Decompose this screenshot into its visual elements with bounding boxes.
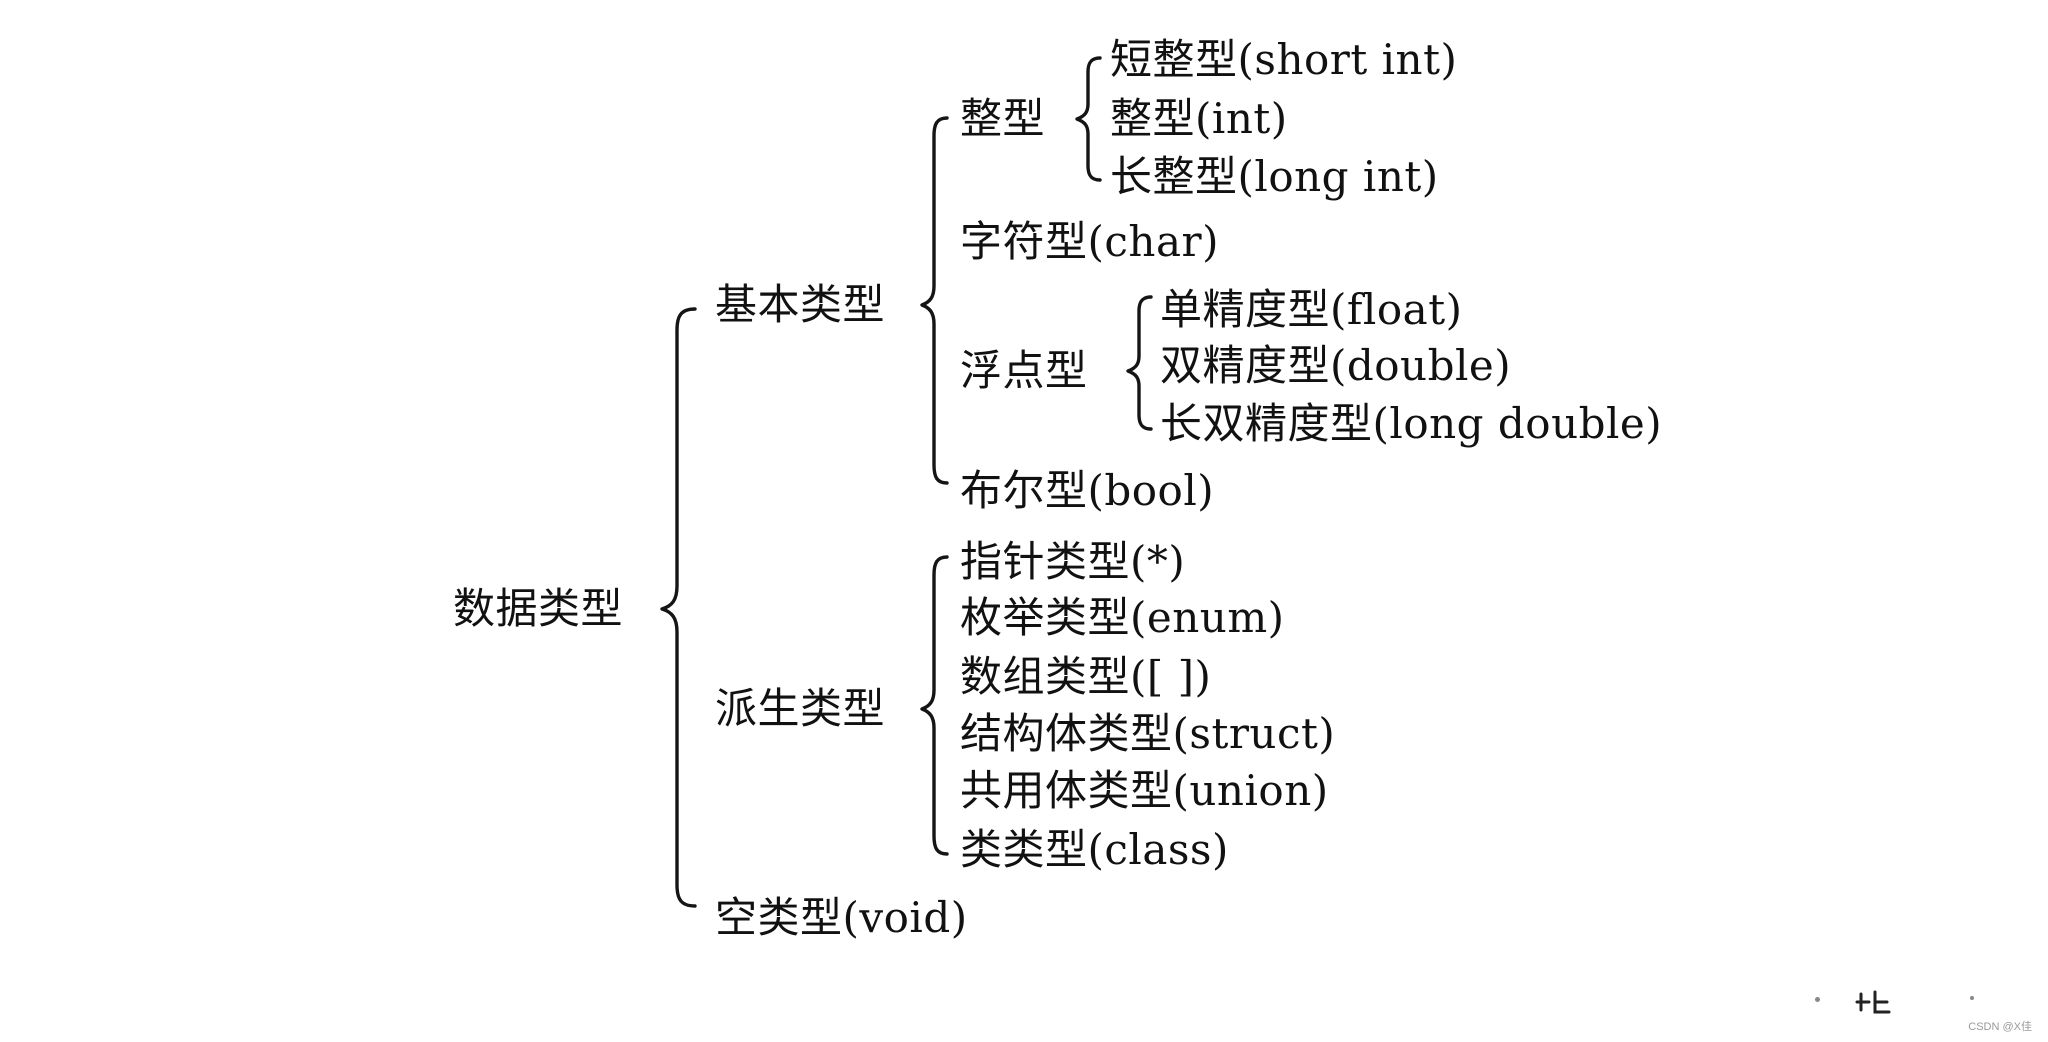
long-double-label: 长双精度型(long double) [1160, 399, 1663, 448]
scan-speck [1815, 997, 1820, 1002]
union-type-label: 共用体类型(union) [960, 766, 1329, 815]
short-int-label: 短整型(short int) [1110, 35, 1458, 84]
root-label: 数据类型 [453, 584, 624, 633]
integer-group-label: 整型 [960, 94, 1046, 143]
bool-type-label: 布尔型(bool) [960, 466, 1215, 515]
root-brace [660, 307, 697, 908]
float-label: 单精度型(float) [1160, 285, 1463, 334]
enum-type-label: 枚举类型(enum) [960, 593, 1285, 642]
watermark: CSDN @X佳 [1968, 1021, 2032, 1033]
int-brace [1075, 56, 1102, 182]
double-label: 双精度型(double) [1160, 341, 1512, 390]
pointer-type-label: 指针类型(*) [960, 537, 1186, 586]
array-type-label: 数组类型([ ]) [960, 652, 1212, 701]
basic-brace [920, 116, 949, 485]
scan-speck [1970, 996, 1974, 1000]
float-group-label: 浮点型 [960, 346, 1088, 395]
basic-types-label: 基本类型 [715, 280, 886, 329]
char-type-label: 字符型(char) [960, 217, 1219, 266]
float-brace [1126, 295, 1153, 431]
derived-types-label: 派生类型 [715, 684, 886, 733]
int-label: 整型(int) [1110, 94, 1288, 143]
derived-brace [920, 555, 949, 856]
handwritten-mark [1855, 990, 1891, 1014]
struct-type-label: 结构体类型(struct) [960, 709, 1336, 758]
long-int-label: 长整型(long int) [1110, 152, 1439, 201]
void-type-label: 空类型(void) [715, 893, 968, 942]
class-type-label: 类类型(class) [960, 825, 1229, 874]
